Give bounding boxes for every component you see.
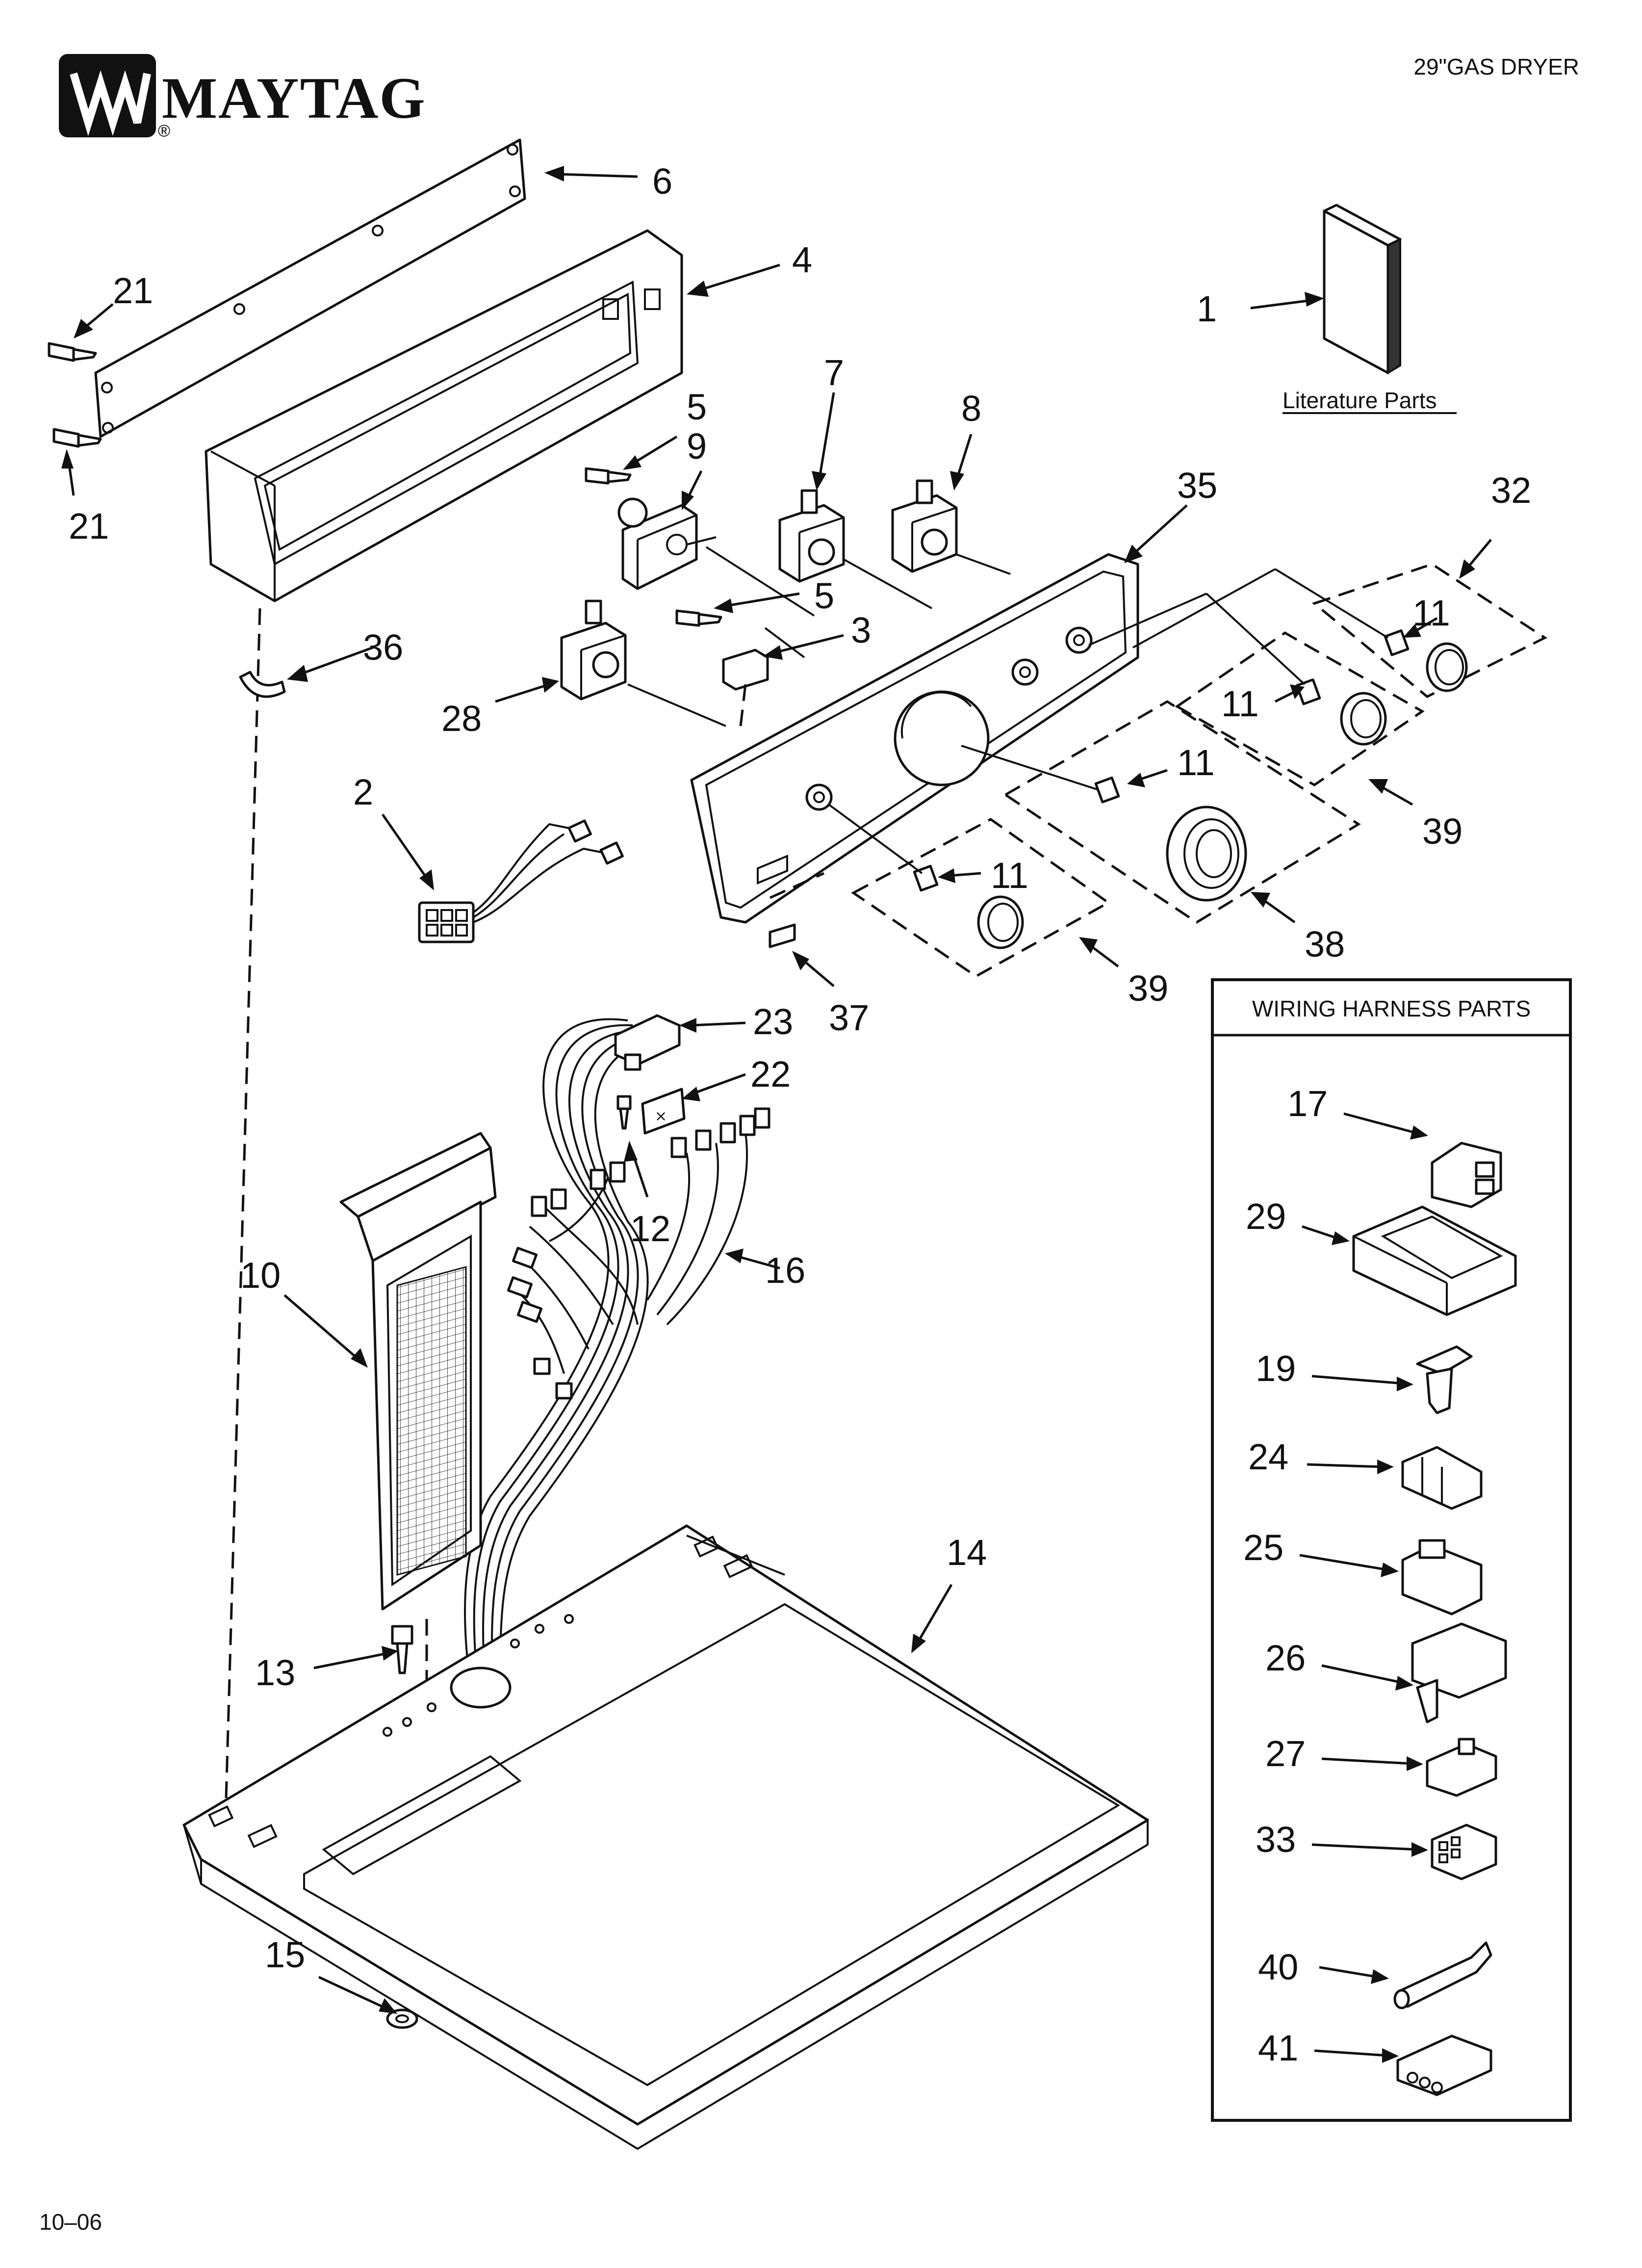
model-title: 29"GAS DRYER xyxy=(1413,54,1579,79)
control-panel xyxy=(690,553,1139,924)
harness-item-41: 41 xyxy=(1258,2028,1298,2068)
callout-21-top: 21 xyxy=(113,270,153,311)
harness-item-26: 26 xyxy=(1265,1638,1306,1678)
callout-3: 3 xyxy=(851,610,871,651)
harness-box-title: WIRING HARNESS PARTS xyxy=(1252,996,1531,1021)
callout-16: 16 xyxy=(765,1250,805,1291)
connector-26-icon xyxy=(1411,1622,1507,1723)
console-back-panel xyxy=(94,138,526,438)
harness-item-19: 19 xyxy=(1256,1348,1296,1389)
callout-36: 36 xyxy=(363,627,403,668)
harness-connector-2 xyxy=(418,819,624,943)
callout-11-39-upper: 11 xyxy=(1221,683,1259,724)
callout-7: 7 xyxy=(824,352,844,393)
terminal-40-icon xyxy=(1393,1941,1492,2009)
maytag-logo-icon: MAYTAG ® xyxy=(59,54,426,140)
callout-12: 12 xyxy=(630,1208,670,1249)
clip-19-icon xyxy=(1416,1345,1473,1414)
harness-item-27: 27 xyxy=(1265,1733,1306,1774)
connector-24-icon xyxy=(1401,1446,1483,1510)
knob-group-38 xyxy=(961,700,1361,924)
connector-23 xyxy=(614,1014,681,1071)
label-alignment xyxy=(769,872,825,899)
alignment-line-left xyxy=(224,608,261,1816)
knob-group-32 xyxy=(1132,563,1548,698)
screw-icon xyxy=(48,342,97,362)
callout-37: 37 xyxy=(829,997,869,1038)
connector-41-icon xyxy=(1396,2034,1492,2096)
callout-6: 6 xyxy=(652,161,672,202)
screw-icon xyxy=(391,1625,413,1674)
screw-icon xyxy=(616,1095,632,1130)
main-wire-harness xyxy=(464,1018,770,1688)
rotary-switch-icon xyxy=(560,600,627,701)
lint-screen xyxy=(339,1132,497,1611)
harness-item-25: 25 xyxy=(1243,1527,1283,1568)
screw-icon xyxy=(675,609,722,627)
registered-mark: ® xyxy=(158,122,170,140)
harness-item-33: 33 xyxy=(1256,1819,1296,1860)
callout-28: 28 xyxy=(441,698,482,739)
harness-item-24: 24 xyxy=(1248,1436,1288,1477)
knob-group-39-upper xyxy=(1088,593,1425,786)
svg-text:⨯: ⨯ xyxy=(655,1108,667,1124)
rotary-switch-icon xyxy=(778,489,845,583)
brand-name: MAYTAG xyxy=(162,65,426,130)
callout-23: 23 xyxy=(753,1001,793,1042)
assembly-lines xyxy=(627,546,1011,727)
connector-block-icon xyxy=(722,649,769,691)
callout-15: 15 xyxy=(265,1934,305,1975)
callout-2: 2 xyxy=(353,772,373,812)
literature-label: Literature Parts xyxy=(1283,388,1437,413)
date-code: 10–06 xyxy=(39,2209,102,2235)
callout-22: 22 xyxy=(750,1054,791,1095)
callout-35: 35 xyxy=(1177,465,1217,506)
callout-38: 38 xyxy=(1305,924,1345,965)
callout-32: 32 xyxy=(1491,470,1531,511)
connector-25-icon xyxy=(1401,1539,1483,1616)
screw-icon xyxy=(585,467,632,485)
callout-10: 10 xyxy=(240,1255,281,1296)
callout-11-39-lower: 11 xyxy=(991,855,1028,896)
rotary-switch-icon xyxy=(617,497,717,590)
label-plate xyxy=(769,923,796,948)
top-panel xyxy=(182,1524,1149,2150)
harness-item-29: 29 xyxy=(1246,1196,1286,1237)
screw-icon xyxy=(52,428,102,448)
callout-1: 1 xyxy=(1197,288,1217,329)
connector-17-icon xyxy=(1431,1142,1502,1208)
connector-27-icon xyxy=(1426,1738,1497,1797)
wiring-harness-parts-box: WIRING HARNESS PARTS 17 29 19 24 xyxy=(1211,978,1572,2122)
connector-29-icon xyxy=(1352,1205,1517,1316)
callout-13: 13 xyxy=(255,1652,295,1693)
callout-14: 14 xyxy=(947,1532,987,1573)
bracket-22: ⨯ xyxy=(641,1088,686,1135)
callout-8: 8 xyxy=(961,388,981,429)
clip-icon xyxy=(239,671,286,698)
knob-group-39-lower xyxy=(828,804,1111,978)
callout-11-38: 11 xyxy=(1177,742,1215,783)
callout-39-upper: 39 xyxy=(1422,811,1462,852)
callout-21-bottom: 21 xyxy=(69,506,109,547)
washer-icon xyxy=(386,2008,418,2029)
callout-9: 9 xyxy=(687,426,707,467)
callout-11-32: 11 xyxy=(1412,593,1450,633)
connector-33-icon xyxy=(1431,1824,1497,1880)
callout-5-bottom: 5 xyxy=(814,575,834,616)
console-housing xyxy=(205,229,683,602)
callout-39-lower: 39 xyxy=(1128,968,1168,1009)
callout-4: 4 xyxy=(792,239,812,280)
callout-5-top: 5 xyxy=(687,387,707,427)
harness-item-17: 17 xyxy=(1287,1083,1328,1124)
literature-book-icon xyxy=(1323,204,1402,375)
rotary-switch-icon xyxy=(891,479,958,573)
harness-item-40: 40 xyxy=(1258,1947,1298,1987)
